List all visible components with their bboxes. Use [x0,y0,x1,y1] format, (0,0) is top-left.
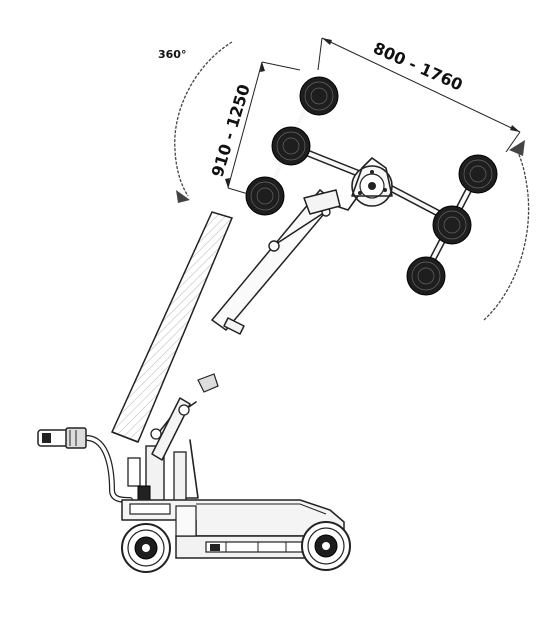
rotation-arrow-right [483,140,530,321]
rotation-arrow-left [174,41,233,203]
height-dimension-line [225,61,301,197]
suction-cup [432,205,472,245]
suction-cup [271,126,311,166]
width-range-label: 800 - 1760 [370,38,465,94]
control-handle [37,427,133,503]
suction-cup [406,256,446,296]
suction-cup [299,76,339,116]
rotation-label: 360° [158,48,186,61]
width-dimension-line [317,37,521,153]
rear-wheel [121,523,171,573]
height-range-label: 910 - 1250 [208,82,254,179]
front-wheel [301,521,351,571]
rotation-hub [351,157,393,207]
chassis [121,499,345,559]
suction-cup [458,154,498,194]
suction-cup [245,176,285,216]
telescopic-boom [110,188,359,443]
